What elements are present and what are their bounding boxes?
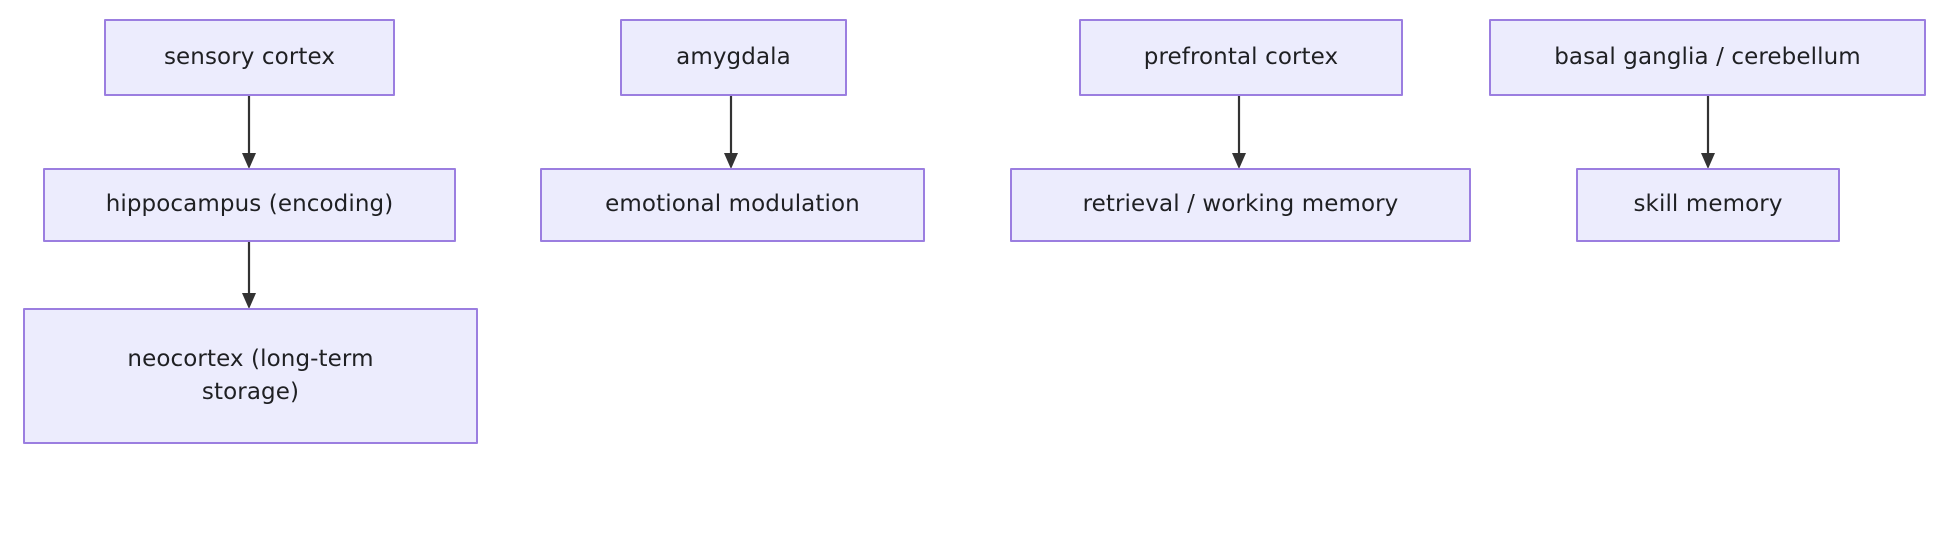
node-sensory-cortex-label: sensory cortex: [163, 43, 336, 70]
node-hippocampus-encoding[interactable]: hippocampus (encoding): [43, 168, 456, 242]
node-emotional-modulation-label: emotional modulation: [605, 191, 860, 218]
node-prefrontal-cortex[interactable]: prefrontal cortex: [1079, 19, 1403, 96]
node-skill-memory[interactable]: skill memory: [1576, 168, 1840, 242]
node-basal-ganglia-cerebellum-label: basal ganglia / cerebellum: [1554, 43, 1861, 70]
node-sensory-cortex[interactable]: sensory cortex: [104, 19, 395, 96]
node-retrieval-working-memory-label: retrieval / working memory: [1082, 191, 1399, 218]
node-neocortex-long-term-storage[interactable]: neocortex (long-term storage): [23, 308, 478, 444]
node-hippocampus-encoding-label: hippocampus (encoding): [105, 191, 394, 218]
node-emotional-modulation[interactable]: emotional modulation: [540, 168, 925, 242]
node-prefrontal-cortex-label: prefrontal cortex: [1143, 43, 1339, 70]
node-neocortex-label-line-1: neocortex (long-term: [127, 345, 374, 372]
node-amygdala[interactable]: amygdala: [620, 19, 847, 96]
node-basal-ganglia-cerebellum[interactable]: basal ganglia / cerebellum: [1489, 19, 1926, 96]
node-retrieval-working-memory[interactable]: retrieval / working memory: [1010, 168, 1471, 242]
node-neocortex-label-line-2: storage): [201, 379, 300, 405]
node-skill-memory-label: skill memory: [1633, 191, 1783, 218]
node-amygdala-label: amygdala: [676, 43, 791, 70]
